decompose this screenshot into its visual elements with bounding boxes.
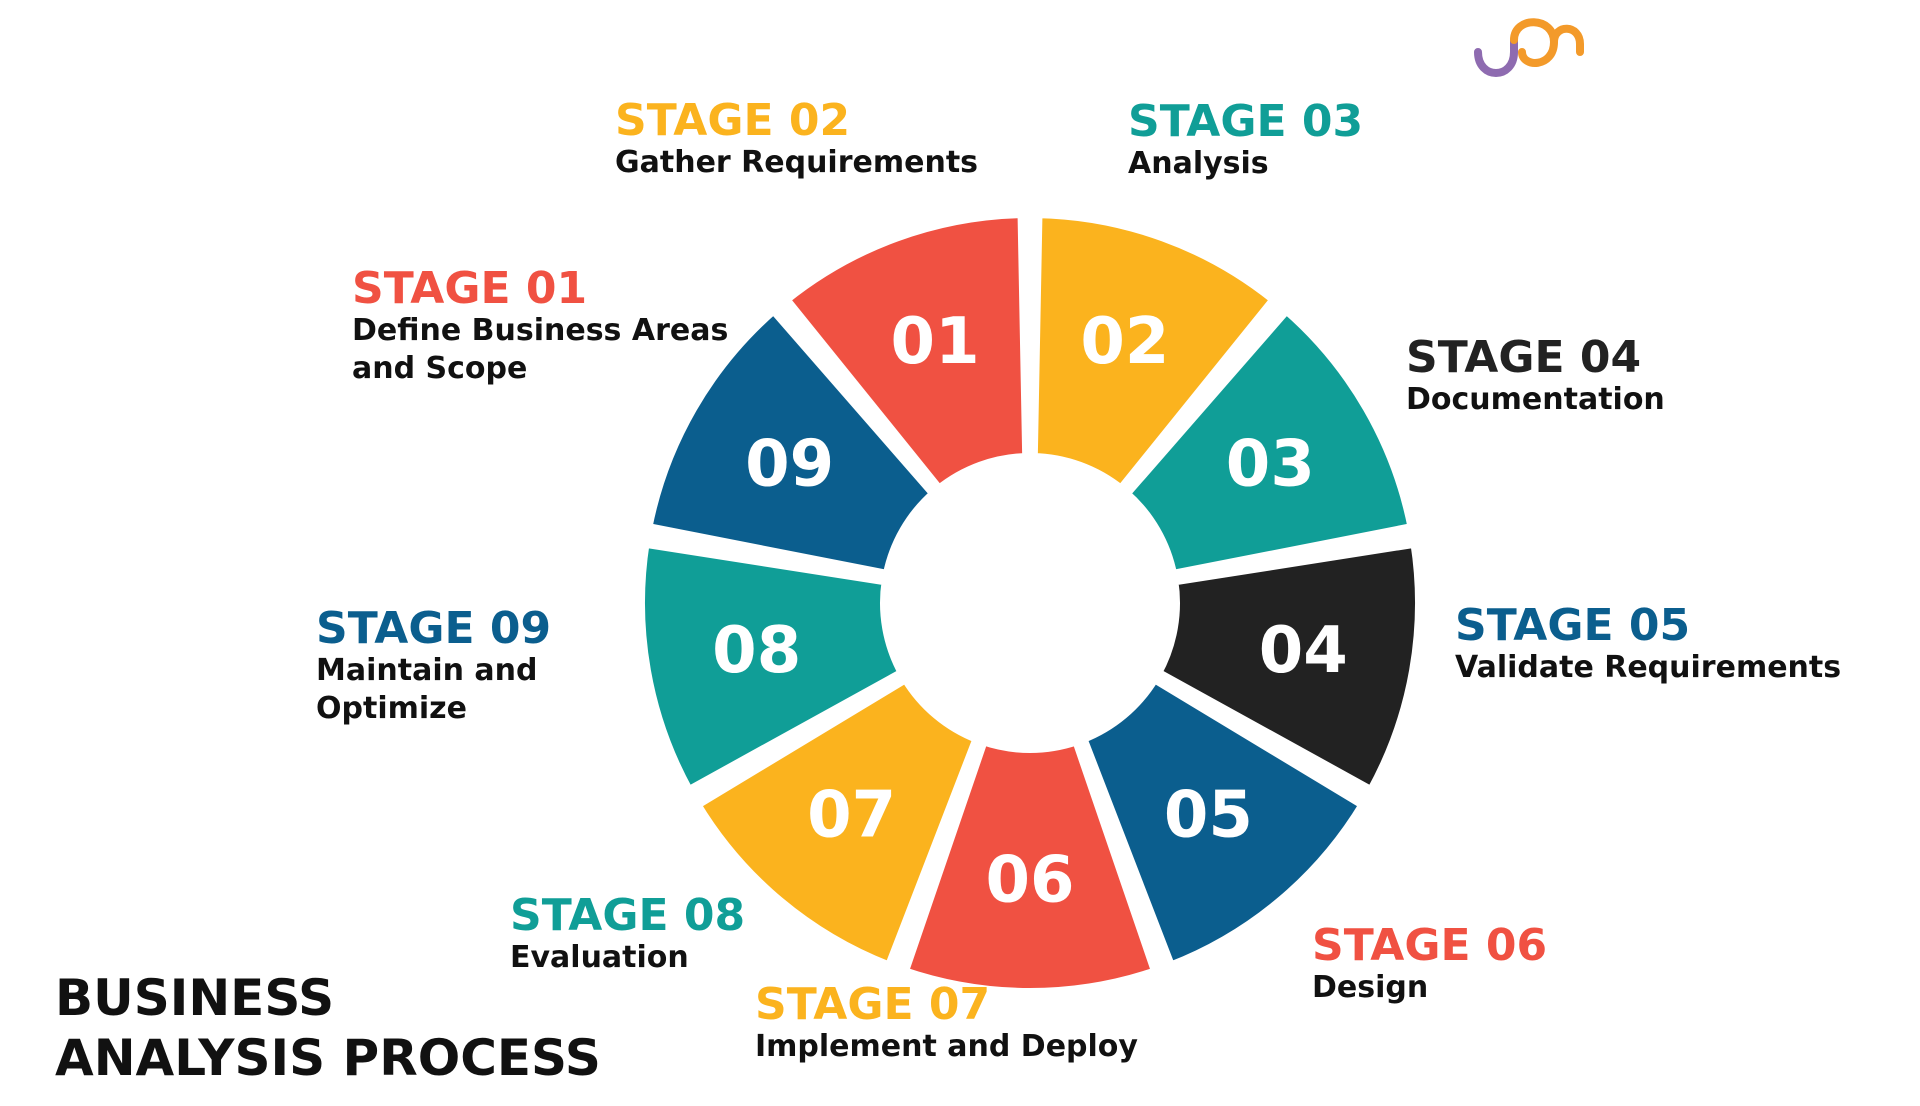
stage-08-description: Evaluation — [510, 940, 689, 975]
stage-06-description: Design — [1312, 970, 1429, 1005]
segment-04 — [1151, 537, 1425, 797]
stage-02-label: STAGE 02 Gather Requirements — [615, 98, 978, 182]
stage-09-title: STAGE 09 — [316, 603, 552, 654]
brand-logo-icon — [1474, 18, 1584, 77]
stage-01-label: STAGE 01 Define Business Areas and Scope — [352, 266, 728, 388]
segment-03 — [1120, 304, 1418, 581]
stage-05-description: Validate Requirements — [1455, 650, 1842, 685]
segment-06 — [898, 735, 1162, 998]
stage-02-description: Gather Requirements — [615, 145, 979, 180]
segment-08-number: 08 — [712, 614, 801, 688]
segment-07 — [691, 672, 983, 972]
stage-03-label: STAGE 03 Analysis — [1128, 99, 1363, 183]
segment-02-number: 02 — [1080, 305, 1169, 379]
segment-02 — [1027, 208, 1280, 496]
segment-01-number: 01 — [891, 305, 980, 379]
segment-09 — [642, 304, 940, 581]
stage-04-title: STAGE 04 — [1406, 332, 1642, 383]
segment-04-number: 04 — [1259, 614, 1348, 688]
page-title-line-1: BUSINESS — [55, 969, 335, 1027]
stage-09-description: Maintain and Optimize — [316, 653, 538, 726]
stage-06-label: STAGE 06 Design — [1312, 923, 1547, 1007]
stage-03-title: STAGE 03 — [1128, 96, 1364, 147]
segment-06-number: 06 — [985, 844, 1074, 918]
stage-01-description: Define Business Areas and Scope — [352, 313, 729, 386]
segment-08 — [635, 537, 909, 797]
stage-07-label: STAGE 07 Implement and Deploy — [755, 982, 1138, 1066]
stage-07-description: Implement and Deploy — [755, 1029, 1138, 1064]
stage-08-title: STAGE 08 — [510, 890, 746, 941]
stage-07-title: STAGE 07 — [755, 979, 991, 1030]
page-title-line-2: ANALYSIS PROCESS — [55, 1029, 601, 1087]
segment-09-number: 09 — [745, 427, 834, 501]
stage-01-title: STAGE 01 — [352, 263, 588, 314]
stage-05-label: STAGE 05 Validate Requirements — [1455, 603, 1841, 687]
stage-04-label: STAGE 04 Documentation — [1406, 335, 1665, 419]
segment-05-number: 05 — [1164, 779, 1253, 853]
stage-09-label: STAGE 09 Maintain and Optimize — [316, 606, 551, 728]
stage-03-description: Analysis — [1128, 146, 1269, 181]
stage-04-description: Documentation — [1406, 382, 1665, 417]
segment-05 — [1077, 672, 1369, 972]
stage-06-title: STAGE 06 — [1312, 920, 1548, 971]
segment-07-number: 07 — [807, 779, 896, 853]
stage-08-label: STAGE 08 Evaluation — [510, 893, 745, 977]
stage-02-title: STAGE 02 — [615, 95, 851, 146]
stage-05-title: STAGE 05 — [1455, 600, 1691, 651]
segment-01 — [780, 208, 1033, 496]
segment-03-number: 03 — [1226, 427, 1315, 501]
page-title: BUSINESS ANALYSIS PROCESS — [55, 968, 601, 1088]
